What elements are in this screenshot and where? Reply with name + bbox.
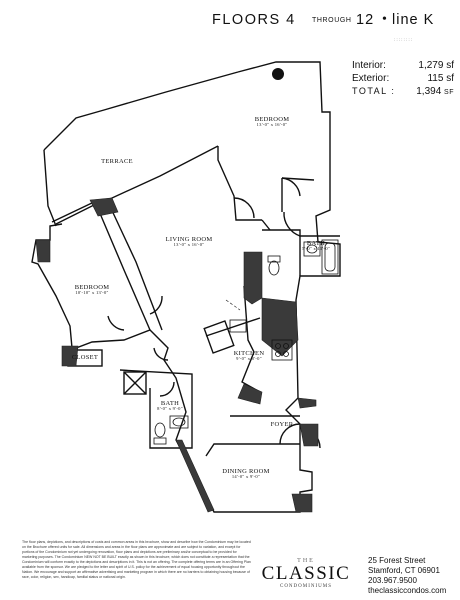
exterior-unit: sf xyxy=(446,73,454,84)
room-terrace: Terrace xyxy=(92,158,142,165)
room-dims: 10'-10" x 13'-0" xyxy=(75,290,109,296)
to-floor-label: 12 xyxy=(356,12,375,28)
room-dims: 13'-0" x 16'-0" xyxy=(256,122,288,128)
room-bedroom-second: Bedroom 10'-10" x 13'-0" xyxy=(62,284,122,296)
classic-logo: THE CLASSIC CONDOMINIUMS xyxy=(252,558,360,598)
room-bedroom-main: Bedroom 13'-0" x 16'-0" xyxy=(242,116,302,128)
room-kitchen: Kitchen 9'-0" x 8'-0" xyxy=(224,350,274,362)
room-name: Bedroom xyxy=(74,284,110,291)
total-unit: SF xyxy=(444,89,454,96)
bullet-separator: • xyxy=(382,12,387,27)
room-name: Bedroom xyxy=(254,116,290,123)
logo-subtitle: CONDOMINIUMS xyxy=(279,584,332,589)
room-dining-room: Dining Room 14'-0" x 9'-0" xyxy=(214,468,278,480)
room-dims: 14'-0" x 9'-0" xyxy=(231,474,261,480)
interior-row: Interior: 1,279 sf xyxy=(352,60,454,73)
room-name: Dining Room xyxy=(222,468,270,475)
interior-unit: sf xyxy=(446,60,454,71)
line-label: line K xyxy=(392,12,435,28)
interior-label: Interior: xyxy=(352,60,386,71)
logo-the: THE xyxy=(297,558,315,564)
room-name: Kitchen xyxy=(233,350,265,357)
total-label: TOTAL : xyxy=(352,86,396,96)
through-label: THROUGH xyxy=(312,17,352,24)
room-name: Terrace xyxy=(101,158,133,165)
room-dims: 13'-0" x 16'-0" xyxy=(173,242,205,248)
room-dims: 8'-0" x 9'-0" xyxy=(157,406,183,412)
floors-label: FLOORS 4 xyxy=(212,12,296,28)
room-dims: 5'-0" x 11'-0" xyxy=(301,246,331,252)
room-foyer: Foyer xyxy=(262,421,302,428)
website-link[interactable]: theclassiccondos.com xyxy=(368,586,447,595)
room-closet: Closet xyxy=(70,354,100,361)
total-row: TOTAL : 1,394 SF xyxy=(352,86,454,99)
room-bath-lower: Bath 8'-0" x 9'-0" xyxy=(150,400,190,412)
room-name: Closet xyxy=(71,354,99,361)
room-name: Bath xyxy=(160,400,180,407)
room-name: Bath xyxy=(306,240,326,247)
address-line2: Stamford, CT 06901 xyxy=(368,566,440,575)
plan-header: FLOORS 4 THROUGH 12 • line K xyxy=(212,12,452,32)
exterior-row: Exterior: 115 sf xyxy=(352,73,454,86)
room-name: Living Room xyxy=(165,236,213,243)
room-living-room: Living Room 13'-0" x 16'-0" xyxy=(154,236,224,248)
exterior-label: Exterior: xyxy=(352,73,390,84)
contact-block: 25 Forest Street Stamford, CT 06901 203.… xyxy=(368,556,458,596)
logo-classic: CLASSIC xyxy=(261,563,351,584)
total-value: 1,394 xyxy=(416,86,442,97)
decorative-dots: :::::::: xyxy=(394,38,414,43)
exterior-value: 115 xyxy=(427,73,444,84)
legal-disclaimer: The floor plans, depictions, and descrip… xyxy=(22,540,251,579)
room-name: Foyer xyxy=(270,421,294,428)
room-bath-upper: Bath 5'-0" x 11'-0" xyxy=(296,240,336,252)
phone-number[interactable]: 203.967.9500 xyxy=(368,576,417,585)
interior-value: 1,279 xyxy=(418,60,444,71)
address-line1: 25 Forest Street xyxy=(368,556,426,565)
area-summary: Interior: 1,279 sf Exterior: 115 sf TOTA… xyxy=(352,60,454,99)
room-dims: 9'-0" x 8'-0" xyxy=(236,356,262,362)
